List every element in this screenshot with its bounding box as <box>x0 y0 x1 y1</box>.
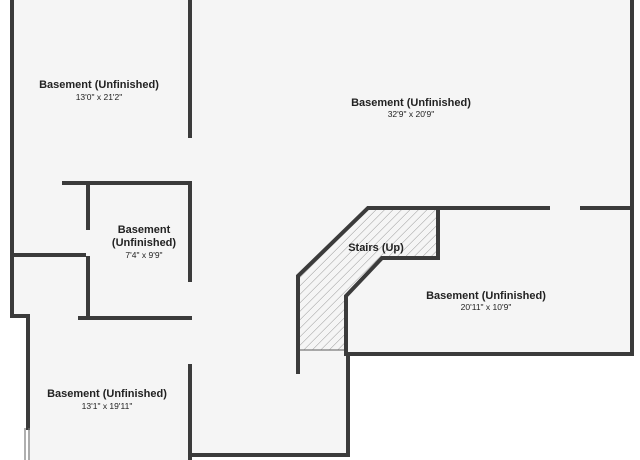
room-2-name: Basement (Unfinished) <box>351 97 471 109</box>
room-4-dims: 20'11" x 10'9" <box>461 302 512 312</box>
room-4-name: Basement (Unfinished) <box>426 290 546 302</box>
room-5-dims: 13'1" x 19'11" <box>82 401 133 411</box>
outer-left-wall <box>10 0 30 430</box>
room-1-dims: 13'0" x 21'2" <box>76 92 123 102</box>
walls <box>10 0 634 460</box>
stairs-label: Stairs (Up) <box>348 242 404 254</box>
room-2-dims: 32'9" x 20'9" <box>388 109 435 119</box>
room-3-name-line1: Basement <box>118 224 171 236</box>
room-5-name: Basement (Unfinished) <box>47 388 167 400</box>
room-3-dims: 7'4" x 9'9" <box>125 250 162 260</box>
stairs-inner-wall <box>344 206 440 356</box>
room-1-name: Basement (Unfinished) <box>39 79 159 91</box>
floor-fill <box>12 0 632 460</box>
stairs-outer-wall <box>296 206 550 374</box>
bottom-wall <box>190 352 350 457</box>
room-3-name-line2: (Unfinished) <box>112 237 176 249</box>
